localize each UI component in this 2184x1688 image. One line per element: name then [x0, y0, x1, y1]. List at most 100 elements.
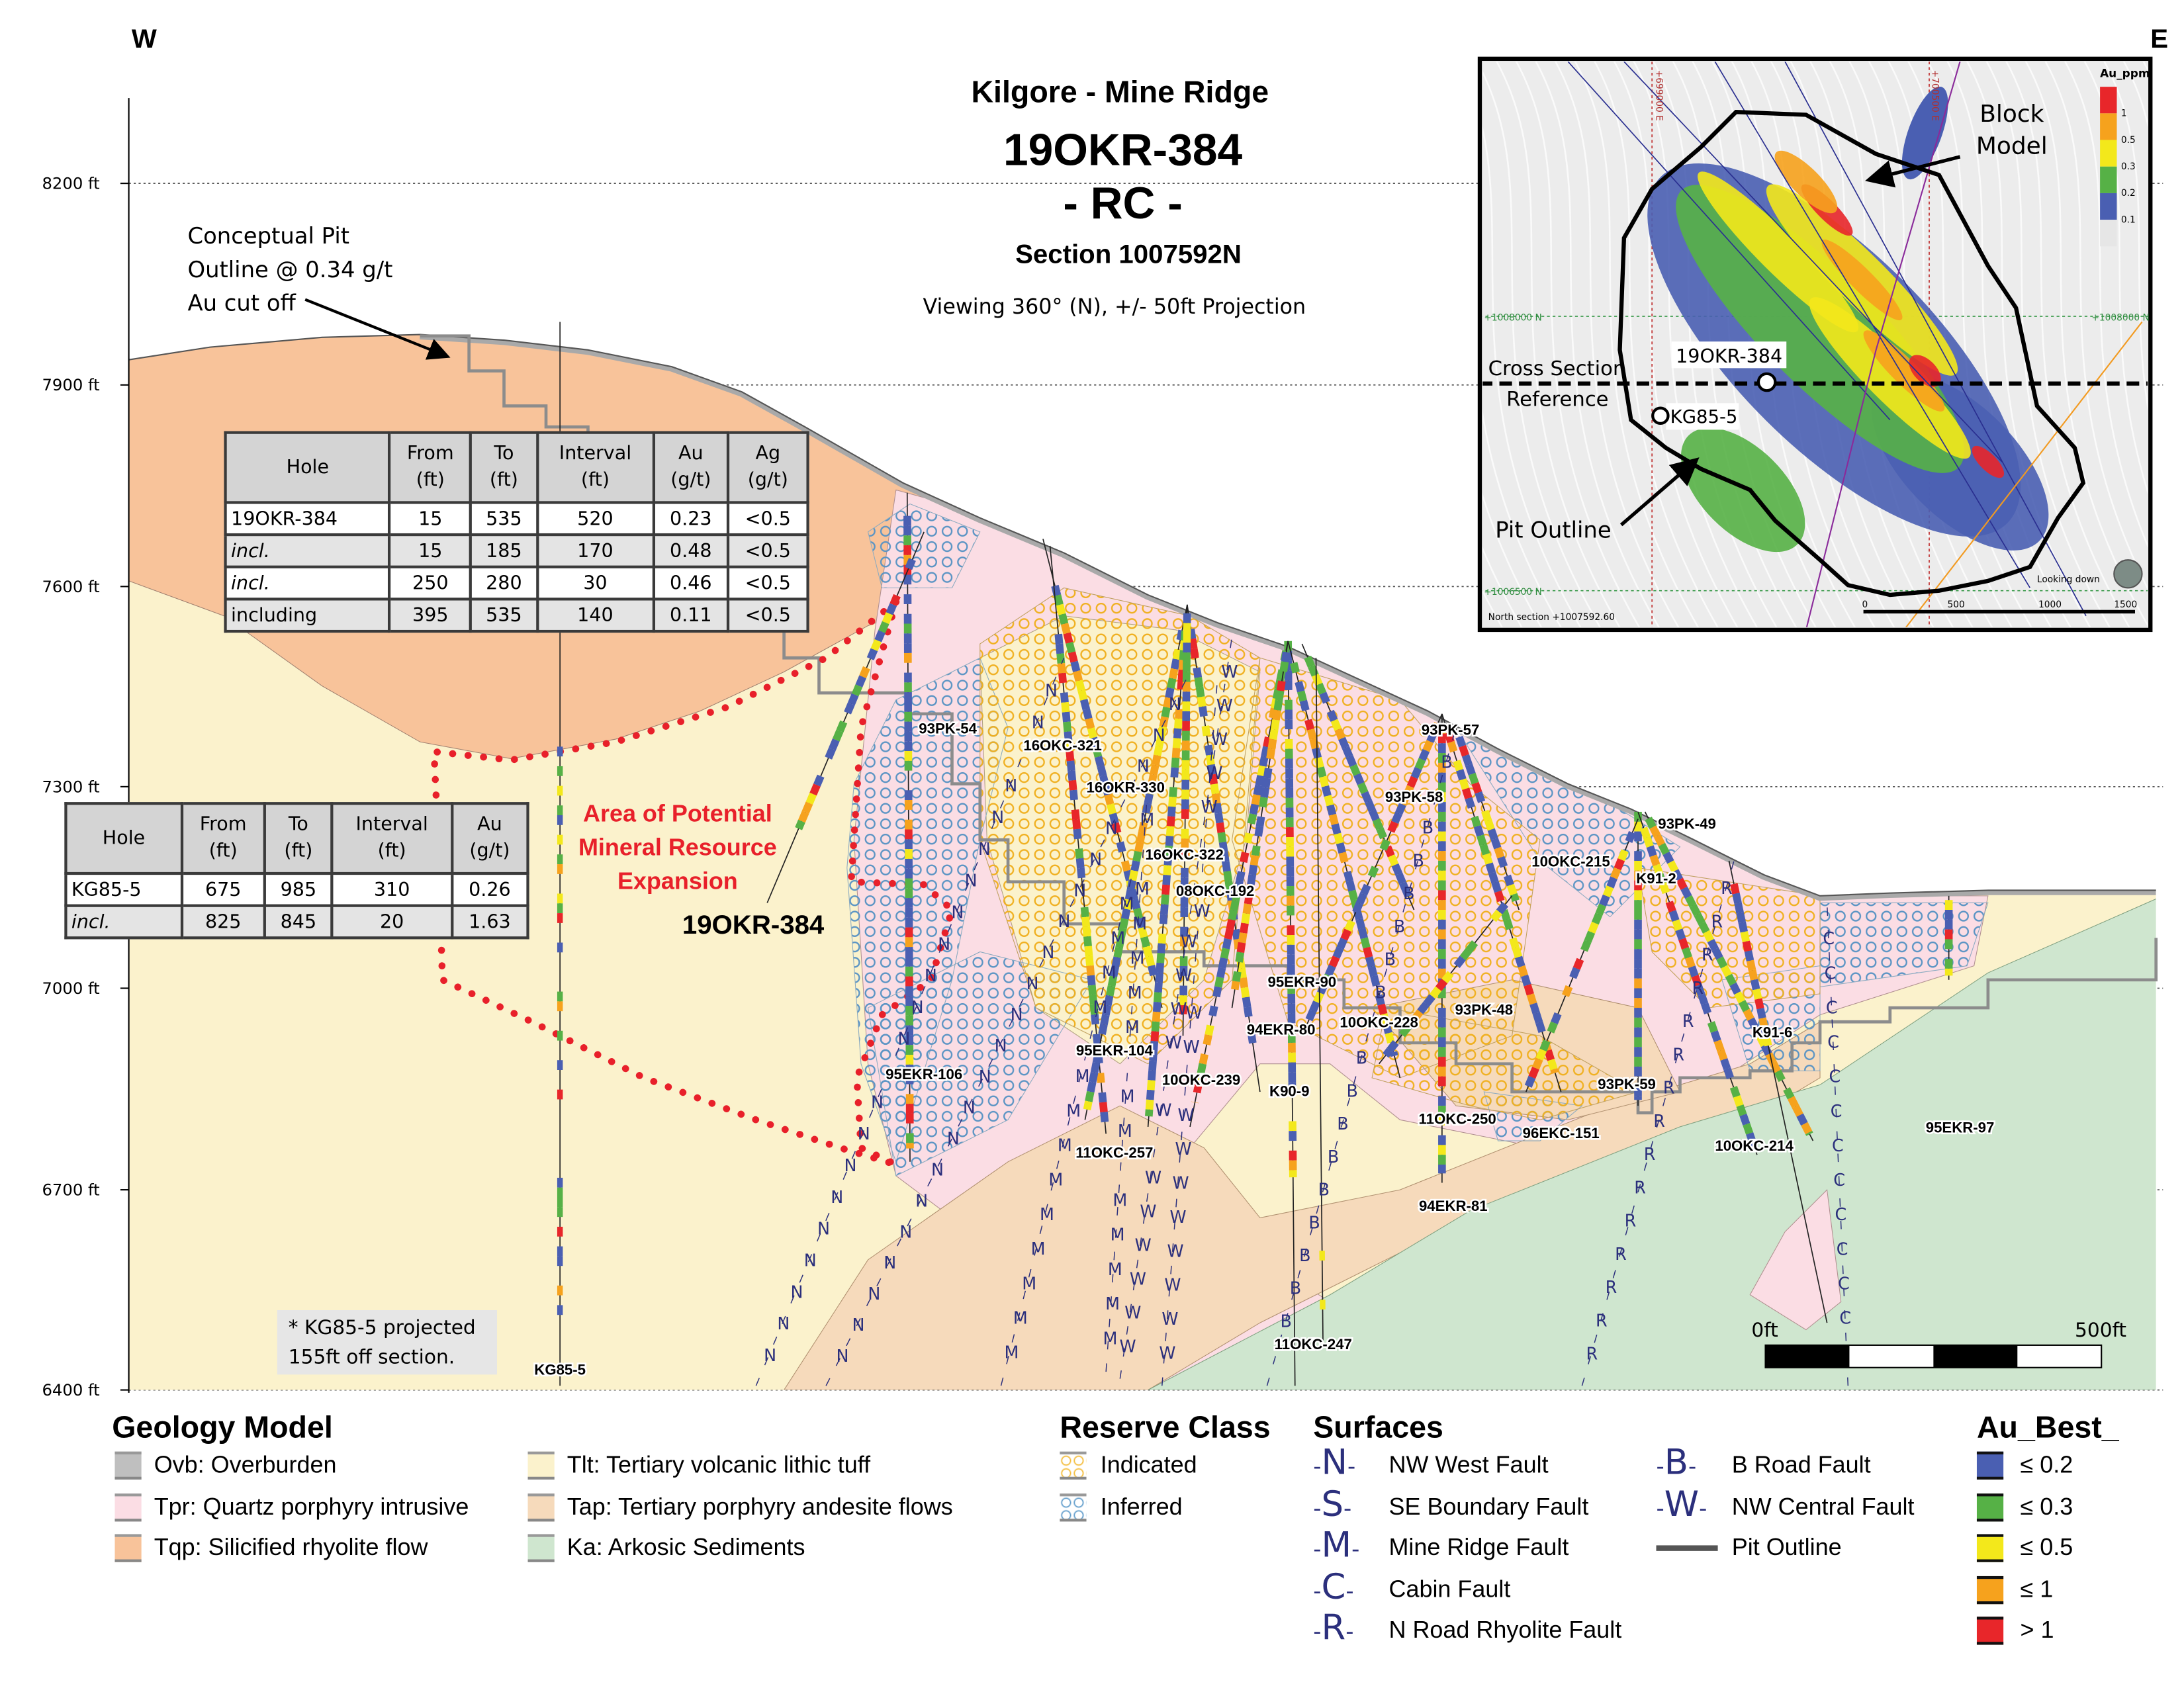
- assay-interval: [1158, 983, 1159, 993]
- fault-code-letter: W: [1201, 797, 1218, 817]
- assay-interval: [1065, 624, 1068, 633]
- easting-label: +700500 E: [1929, 70, 1940, 121]
- assay-interval: [1532, 1068, 1536, 1077]
- fault-code-letter: W: [1206, 763, 1222, 783]
- assay-interval: [1070, 761, 1071, 771]
- fault-code-letter: N: [915, 1190, 928, 1210]
- fault-code-letter: B: [1328, 1147, 1339, 1167]
- assay-interval: [1108, 795, 1111, 804]
- fault-code-letter: N: [817, 1219, 830, 1239]
- fault-code-letter: M: [1130, 948, 1145, 968]
- assay-interval: [1252, 866, 1253, 875]
- assay-interval: [1422, 750, 1426, 760]
- fault-code-letter: M: [1132, 913, 1147, 933]
- assay-interval: [1170, 826, 1171, 836]
- fault-code-letter: M: [1113, 1190, 1127, 1210]
- assay-interval: [1744, 932, 1746, 941]
- assay-interval: [1342, 853, 1345, 862]
- assay-interval: [909, 560, 913, 569]
- au-grade-swatch: [1977, 1576, 2003, 1604]
- fault-code-letter: W: [1194, 901, 1210, 921]
- assay-interval: [1693, 906, 1698, 914]
- assay-interval: [1074, 662, 1077, 671]
- table-cell: 535: [471, 599, 537, 631]
- fault-code-letter: B: [1394, 916, 1405, 936]
- assay-interval: [1391, 856, 1395, 865]
- assay-interval: [1479, 793, 1482, 802]
- assay-interval: [1398, 805, 1402, 814]
- fault-code-letter: W: [1186, 1003, 1203, 1023]
- assay-interval: [1153, 1051, 1154, 1061]
- fault-code-letter: N: [1026, 973, 1038, 993]
- assay-interval: [1332, 815, 1335, 824]
- table-cell: <0.5: [728, 567, 808, 600]
- fault-code-letter: R: [1672, 1044, 1684, 1064]
- table-cell: 675: [182, 873, 265, 906]
- geology-swatch: [114, 1534, 141, 1562]
- fault-code-letter: N: [1058, 911, 1070, 931]
- assay-interval: [1463, 746, 1466, 756]
- assay-interval: [1173, 669, 1175, 679]
- assay-interval: [1679, 930, 1682, 939]
- assay-interval: [1245, 914, 1246, 924]
- fault-code-letter: R: [1702, 945, 1713, 965]
- contour-line: [1299, 59, 1425, 630]
- column-header: Interval(ft): [332, 803, 451, 873]
- fault-code-letter: M: [1031, 1239, 1046, 1259]
- geology-legend-label: Tqp: Silicified rhyolite flow: [154, 1534, 428, 1562]
- assay-interval: [1592, 923, 1596, 932]
- assay-interval: [1688, 897, 1693, 906]
- assay-interval: [1595, 914, 1599, 923]
- assay-interval: [1469, 765, 1472, 774]
- geology-legend-label: Tpr: Quartz porphyry intrusive: [154, 1493, 469, 1521]
- assay-interval: [1165, 885, 1166, 895]
- fault-code-letter: M: [1066, 1100, 1081, 1120]
- assay-interval: [1386, 1050, 1390, 1055]
- assay-interval: [1554, 1069, 1555, 1073]
- fault-code-letter: C: [1829, 1067, 1841, 1087]
- fault-code-letter: B: [1385, 950, 1396, 969]
- block-model-label: Model: [1976, 133, 2048, 160]
- fault-symbol-icon: -B-: [1657, 1442, 1697, 1482]
- au-grade-swatch: [1977, 1534, 2003, 1562]
- table-cell: 310: [332, 873, 451, 906]
- assay-interval: [832, 740, 836, 749]
- assay-interval: [1203, 1054, 1205, 1064]
- assay-interval: [1319, 684, 1323, 693]
- assay-interval: [1359, 919, 1362, 928]
- assay-interval: [817, 776, 821, 785]
- pit-note-line: Conceptual Pit: [187, 223, 349, 249]
- elevation-label: 7600 ft: [42, 577, 99, 596]
- assay-interval: [1653, 856, 1657, 865]
- fault-code-letter: B: [1441, 752, 1452, 772]
- northing-label: +1006500 N: [1484, 587, 1541, 598]
- colorbar-tick: 0.3: [2121, 161, 2136, 172]
- fault-code-letter: M: [1140, 809, 1154, 829]
- contour-line: [2181, 59, 2184, 630]
- assay-interval: [855, 686, 859, 695]
- hole-19okr-marker: [1758, 374, 1775, 390]
- assay-interval: [1080, 858, 1081, 868]
- assay-interval: [1220, 968, 1222, 978]
- assay-interval: [1653, 827, 1657, 836]
- fault-code-letter: N: [1045, 681, 1058, 701]
- assay-interval: [1246, 997, 1248, 1007]
- fault-code-letter: B: [1403, 883, 1414, 903]
- colorbar-tick: 0.5: [2121, 135, 2136, 146]
- surface-legend-label: Mine Ridge Fault: [1388, 1534, 1569, 1562]
- assay-interval: [1463, 950, 1469, 958]
- assay-interval: [1778, 1071, 1782, 1080]
- fault-code-letter: M: [1075, 1066, 1090, 1086]
- table-cell: incl.: [66, 906, 181, 938]
- assay-interval: [1543, 1041, 1547, 1050]
- assay-interval: [1265, 747, 1267, 757]
- title-block: Kilgore - Mine Ridge 19OKR-384 - RC - Se…: [923, 74, 1306, 318]
- fault-code-letter: N: [963, 1098, 976, 1118]
- assay-interval: [1075, 810, 1076, 820]
- fault-code-letter: N: [979, 1067, 991, 1087]
- fault-code-letter: W: [1172, 1173, 1189, 1193]
- assay-interval: [1733, 984, 1738, 993]
- fault-code-letter: R: [1586, 1344, 1598, 1364]
- assay-interval: [1347, 871, 1350, 881]
